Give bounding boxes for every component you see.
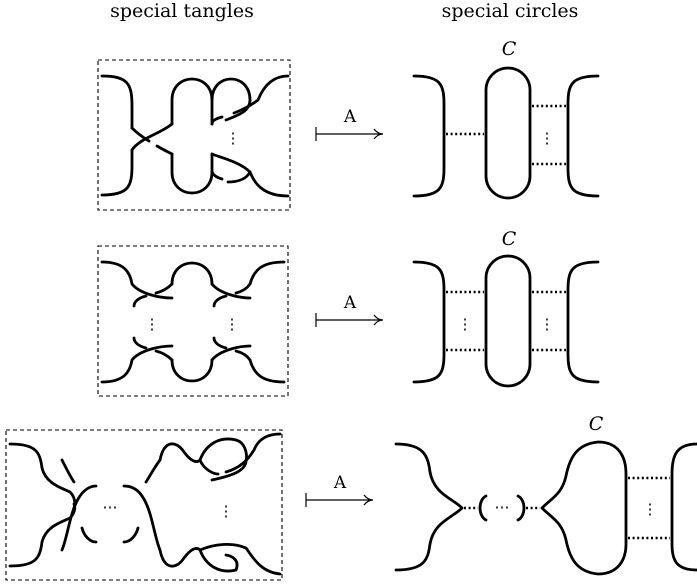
right-arc: [566, 260, 600, 384]
strand-crossing: [234, 282, 252, 295]
tangle-box: [5, 429, 283, 581]
row-3-arrow: A: [305, 473, 374, 507]
strand-crossing: [155, 144, 174, 156]
row-3: ⋯ ⋮ A C: [5, 413, 697, 581]
strand-crossing: [198, 458, 220, 476]
strand-crossing: [210, 282, 252, 300]
strand-crossing: [210, 115, 224, 126]
strand-arc: [170, 261, 214, 286]
row-3-special-tangle: ⋯ ⋮: [5, 429, 283, 581]
horizontal-ellipsis: ⋯: [495, 498, 510, 516]
strand-arc: [170, 77, 214, 126]
paren-arc: [478, 494, 488, 522]
strand-crossing: [132, 294, 148, 308]
vertical-ellipsis: ⋮: [226, 129, 241, 147]
strand-crossing: [212, 336, 228, 350]
right-arc: [566, 74, 600, 198]
strand-crossing: [130, 122, 174, 152]
strand-crossing: [130, 126, 151, 143]
strand-arc: [170, 358, 214, 383]
row-1-special-circles: C ⋮: [412, 38, 600, 200]
strand-crossing: [210, 344, 252, 362]
vertical-ellipsis: ⋮: [540, 129, 555, 147]
left-arc: [412, 74, 446, 198]
strand-crossing: [154, 282, 174, 295]
strand-crossing: [224, 98, 252, 122]
strand-crossing: [224, 432, 282, 474]
vertical-ellipsis: ⋮: [458, 315, 473, 333]
circle-label: C: [589, 413, 604, 435]
strand-crossing: [232, 74, 290, 115]
row-1-special-tangle: ⋮: [97, 59, 291, 211]
circle-label: C: [502, 228, 517, 250]
header-special-tangles: special tangles: [110, 0, 254, 22]
arrow-label: A: [343, 293, 357, 313]
special-circle: [484, 66, 532, 200]
strand-crossing: [210, 152, 290, 198]
strand-crossing: [212, 294, 228, 308]
strand: [8, 442, 77, 510]
strand-crossing: [210, 170, 224, 181]
tangle-box: [97, 245, 289, 397]
vertical-ellipsis: ⋮: [219, 502, 234, 520]
strand: [248, 358, 286, 384]
header-special-circles: special circles: [442, 0, 579, 22]
strand: [100, 148, 134, 197]
strand-crossing: [122, 526, 140, 544]
strand-crossing: [80, 526, 98, 544]
strand-arc: [170, 152, 214, 195]
right-arc: [670, 442, 697, 572]
strand-crossing: [122, 484, 162, 552]
strand-arc: [158, 437, 238, 463]
row-2-special-tangle: ⋮ ⋮: [97, 245, 289, 397]
row-1: ⋮ A C ⋮: [97, 38, 600, 211]
arrow-label: A: [333, 473, 347, 493]
left-arc: [412, 260, 446, 384]
horizontal-ellipsis: ⋯: [103, 498, 118, 516]
strand-crossing: [154, 349, 174, 362]
row-3-special-circles: C ⋯ ⋮: [394, 413, 697, 576]
strand-crossing: [144, 458, 162, 484]
strand-crossing: [234, 349, 252, 362]
strand: [100, 344, 174, 384]
special-circle: [484, 254, 532, 388]
strand-crossing: [224, 553, 239, 572]
paren-arc: [516, 494, 526, 522]
special-circle: [540, 440, 628, 576]
circle-label: C: [502, 38, 517, 60]
strand-crossing: [132, 336, 148, 350]
row-2: ⋮ ⋮ A C ⋮ ⋮: [97, 228, 600, 397]
strand-arc: [210, 77, 252, 102]
vertical-ellipsis: ⋮: [540, 315, 555, 333]
strand-arc: [158, 547, 238, 573]
row-2-special-circles: C ⋮ ⋮: [412, 228, 600, 388]
vertical-ellipsis: ⋮: [643, 500, 658, 518]
strand-crossing: [60, 458, 76, 484]
left-arc: [394, 442, 464, 572]
strand-crossing: [198, 543, 282, 576]
row-2-arrow: A: [315, 293, 384, 327]
strand: [100, 74, 134, 130]
strand-crossing: [226, 170, 252, 184]
strand: [8, 502, 77, 568]
arrow-label: A: [343, 107, 357, 127]
strand: [100, 260, 174, 300]
row-1-arrow: A: [315, 107, 384, 141]
tangle-box: [97, 59, 291, 211]
strand: [248, 260, 286, 286]
vertical-ellipsis: ⋮: [225, 315, 240, 333]
strand-crossing: [60, 484, 98, 552]
vertical-ellipsis: ⋮: [145, 315, 160, 333]
